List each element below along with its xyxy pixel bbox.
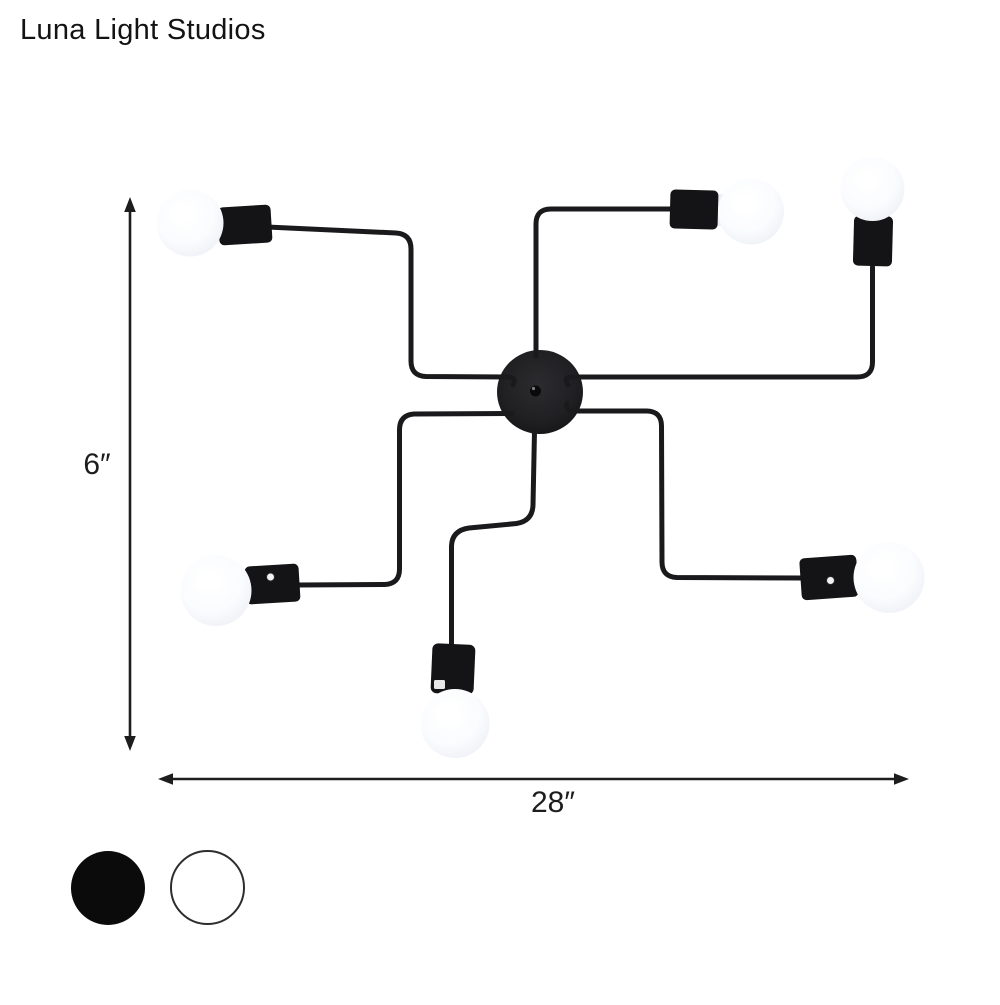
lamp-arm-right [563, 264, 875, 388]
bulb-highlight [436, 704, 460, 724]
ceiling-lamp [156, 157, 925, 758]
lamp-arm-top-left [264, 224, 517, 388]
arrowhead-left-icon [158, 773, 173, 785]
bulb-highlight [732, 193, 756, 213]
arrowhead-right-icon [894, 773, 909, 785]
brand-name: Luna Light Studios [20, 14, 266, 46]
height-dimension-arrow [124, 197, 136, 751]
width-dimension-label: 28″ [531, 786, 575, 819]
socket-label-sticker [434, 680, 445, 689]
color-swatch-black[interactable] [71, 851, 145, 925]
canopy-screw-glint [531, 386, 536, 391]
light-bulb-right [840, 157, 905, 221]
bulb-highlight [855, 171, 877, 189]
socket-screw-icon [266, 572, 275, 582]
bulb-socket-bottom-left [244, 563, 301, 605]
bulb-highlight [868, 558, 894, 578]
lamp-arm-bottom-center [449, 428, 537, 649]
light-bulb-bottom-center [420, 689, 490, 758]
bulb-highlight [195, 571, 221, 591]
lamp-arm-bottom-left [295, 411, 515, 588]
lamp-arm-bottom-right [564, 400, 805, 581]
light-bulb-bottom-right [853, 542, 925, 613]
bulb-socket-right [852, 215, 894, 267]
light-bulb-bottom-left [180, 555, 252, 626]
bulb-socket-top-left [217, 204, 273, 246]
light-bulb-top-center [718, 178, 784, 245]
socket-screw-icon [826, 576, 835, 585]
arrowhead-down-icon [124, 736, 136, 751]
color-swatch-white[interactable] [170, 850, 245, 925]
bulb-highlight [170, 204, 194, 224]
height-dimension-label: 6″ [83, 448, 111, 481]
lamp-arm-top-center [533, 206, 674, 359]
canopy-screw-icon [530, 385, 541, 397]
light-bulb-top-left [156, 189, 224, 257]
width-dimension-arrow [158, 773, 909, 785]
bulb-socket-top-center [669, 189, 719, 230]
arrowhead-up-icon [124, 197, 136, 212]
